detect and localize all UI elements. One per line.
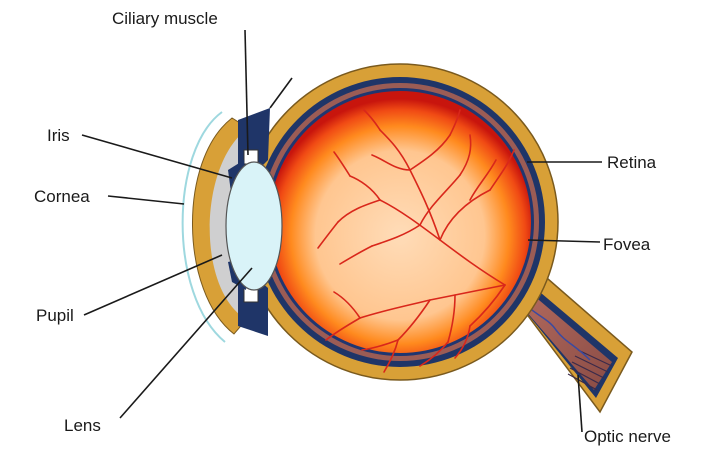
label-retina: Retina xyxy=(607,153,657,172)
leader-optic-nerve xyxy=(577,374,583,433)
leader-ciliary-muscle xyxy=(244,29,249,156)
leader-iris xyxy=(81,134,233,179)
label-cornea: Cornea xyxy=(34,187,90,206)
label-ciliary-muscle: Ciliary muscle xyxy=(112,9,218,28)
leader-ciliary-muscle-2 xyxy=(269,77,293,109)
label-fovea: Fovea xyxy=(603,235,651,254)
leader-pupil xyxy=(83,254,223,316)
vitreous-body xyxy=(269,91,531,353)
label-pupil: Pupil xyxy=(36,306,74,325)
lens xyxy=(225,161,283,291)
leader-cornea xyxy=(107,195,185,205)
optic-nerve-fibers xyxy=(567,349,613,391)
leader-lines xyxy=(81,29,602,433)
label-lens: Lens xyxy=(64,416,101,435)
label-iris: Iris xyxy=(47,126,70,145)
leader-lens xyxy=(119,267,253,419)
retinal-blood-vessels xyxy=(317,109,515,373)
label-optic-nerve: Optic nerve xyxy=(584,427,671,446)
leader-fovea xyxy=(527,239,601,243)
optic-nerve-vessel xyxy=(519,299,591,361)
